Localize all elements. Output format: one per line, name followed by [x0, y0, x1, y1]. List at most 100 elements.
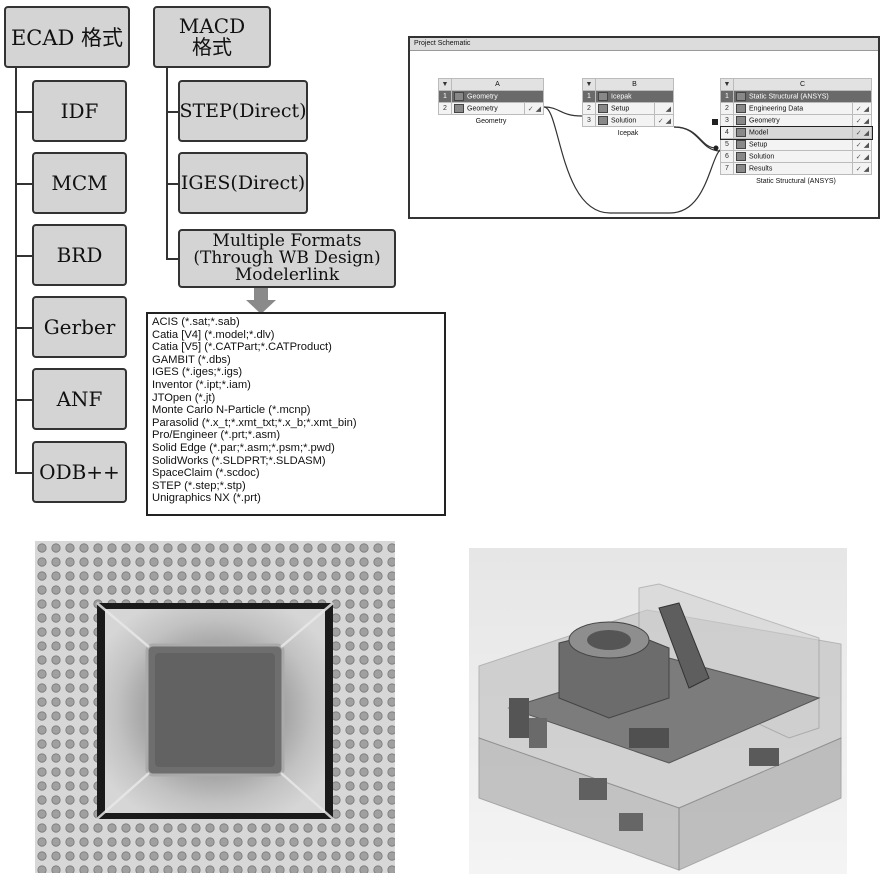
format-item: SpaceClaim (*.scdoc): [152, 467, 260, 480]
system-c-menu-icon[interactable]: ▼: [720, 78, 734, 91]
system-a-caption: Geometry: [475, 118, 507, 125]
ecad-item-anf: ANF: [32, 368, 127, 430]
row-number: 2: [438, 102, 452, 115]
system-b-header-label: Icepak: [611, 93, 632, 101]
macd-item-label: IGES(Direct): [180, 172, 306, 194]
row-number: 7: [720, 162, 734, 175]
system-a-header-label: Geometry: [467, 93, 498, 101]
checkmark-icon: ✓ ◢: [524, 102, 544, 115]
ecad-item-label: ANF: [56, 387, 103, 411]
setup-icon: [736, 140, 746, 149]
schematic-title: Project Schematic: [410, 38, 878, 51]
checkmark-icon: ✓ ◢: [852, 150, 872, 163]
format-item: Catia [V4] (*.model;*.dlv): [152, 328, 275, 341]
format-item: Inventor (*.ipt;*.iam): [152, 378, 251, 391]
macd-branch: [166, 111, 178, 113]
cell-label: Solution: [611, 117, 637, 125]
schematic-connections: [543, 106, 725, 214]
multiple-formats-line: (Through WB Design): [193, 248, 381, 268]
format-item: Parasolid (*.x_t;*.xmt_txt;*.x_b;*.xmt_b…: [152, 416, 357, 429]
format-item: SolidWorks (*.SLDPRT;*.SLDASM): [152, 454, 326, 467]
ecad-title-box: ECAD 格式: [4, 6, 130, 68]
cell-label: Geometry: [749, 117, 780, 125]
row-number: 2: [720, 102, 734, 115]
ecad-item-brd: BRD: [32, 224, 127, 286]
macd-multiple-formats-box: Multiple Formats (Through WB Design) Mod…: [178, 229, 396, 288]
system-c-column-label: C: [733, 78, 872, 91]
row-number: 3: [720, 114, 734, 127]
cell-results[interactable]: Results: [733, 162, 853, 175]
electronics-enclosure-model-image: [469, 548, 847, 874]
system-a-column-label: A: [451, 78, 544, 91]
macd-item-iges: IGES(Direct): [178, 152, 308, 214]
ecad-branch: [15, 399, 32, 401]
ecad-item-odb: ODB++: [32, 441, 127, 503]
icepak-icon: [598, 92, 608, 101]
format-item: ACIS (*.sat;*.sab): [152, 316, 240, 328]
cell-setup[interactable]: Setup: [595, 102, 655, 115]
system-c-caption: Static Structural (ANSYS): [756, 178, 836, 185]
checkmark-icon: ✓ ◢: [654, 114, 674, 127]
ecad-title: ECAD 格式: [10, 26, 124, 50]
format-item: Pro/Engineer (*.prt;*.asm): [152, 429, 281, 442]
ecad-item-gerber: Gerber: [32, 296, 127, 358]
model-icon: [736, 128, 746, 137]
setup-icon: [598, 104, 608, 113]
checkmark-icon: ✓ ◢: [852, 126, 872, 139]
results-icon: [736, 164, 746, 173]
cell-model[interactable]: Model: [733, 126, 853, 139]
system-b-menu-icon[interactable]: ▼: [582, 78, 596, 91]
checkmark-icon: ✓ ◢: [852, 102, 872, 115]
cell-setup[interactable]: Setup: [733, 138, 853, 151]
cell-solution[interactable]: Solution: [595, 114, 655, 127]
ecad-item-label: BRD: [56, 243, 103, 267]
macd-title: MACD: [178, 14, 246, 38]
multiple-formats-line: Modelerlink: [234, 265, 340, 285]
engineering-data-icon: [736, 104, 746, 113]
ecad-item-mcm: MCM: [32, 152, 127, 214]
geometry-icon: [454, 92, 464, 101]
down-arrow-icon: [246, 288, 276, 314]
format-item: Solid Edge (*.par;*.asm;*.psm;*.pwd): [152, 441, 335, 454]
ecad-branch: [15, 183, 32, 185]
ecad-item-label: IDF: [60, 99, 99, 123]
multiple-formats-line: Multiple Formats: [212, 231, 362, 251]
ecad-item-label: MCM: [51, 171, 108, 195]
row-number: 2: [582, 102, 596, 115]
format-item: Catia [V5] (*.CATPart;*.CATProduct): [152, 341, 332, 354]
row-number: 1: [438, 90, 452, 103]
cell-label: Engineering Data: [749, 105, 804, 113]
supported-formats-list: ACIS (*.sat;*.sab) Catia [V4] (*.model;*…: [146, 312, 446, 516]
checkmark-icon: ✓ ◢: [852, 114, 872, 127]
macd-item-step: STEP(Direct): [178, 80, 308, 142]
row-number: 4: [720, 126, 734, 139]
format-item: GAMBIT (*.dbs): [152, 353, 231, 366]
static-structural-icon: [736, 92, 746, 101]
chip-package-thermal-image: [35, 541, 395, 873]
cell-geometry[interactable]: Geometry: [733, 114, 853, 127]
row-number: 6: [720, 150, 734, 163]
format-item: STEP (*.step;*.stp): [152, 479, 246, 492]
cell-geometry[interactable]: Geometry: [451, 102, 525, 115]
ecad-tree-line: [15, 68, 17, 474]
row-number: 1: [720, 90, 734, 103]
geometry-icon: [454, 104, 464, 113]
macd-title-box: MACD 格式: [153, 6, 271, 68]
cell-engineering-data[interactable]: Engineering Data: [733, 102, 853, 115]
cell-solution[interactable]: Solution: [733, 150, 853, 163]
row-number: 5: [720, 138, 734, 151]
cell-label: Model: [749, 129, 769, 137]
macd-item-label: STEP(Direct): [179, 100, 307, 122]
format-item: Monte Carlo N-Particle (*.mcnp): [152, 404, 311, 417]
row-number: 3: [582, 114, 596, 127]
solution-icon: [736, 152, 746, 161]
row-number: 1: [582, 90, 596, 103]
ecad-item-idf: IDF: [32, 80, 127, 142]
geometry-icon: [736, 116, 746, 125]
system-c-header-label: Static Structural (ANSYS): [749, 93, 829, 101]
system-a-menu-icon[interactable]: ▼: [438, 78, 452, 91]
